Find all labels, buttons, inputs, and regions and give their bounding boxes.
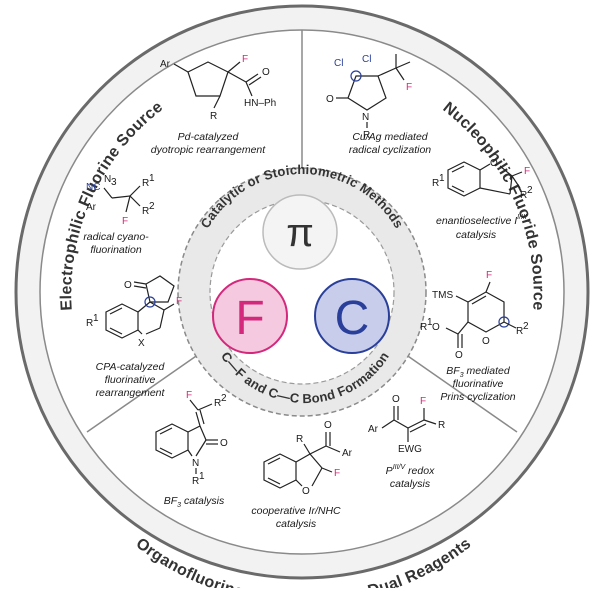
svg-text:HN–Ph: HN–Ph — [244, 98, 276, 109]
caption-cyano-line1: radical cyano- — [83, 231, 149, 243]
fluorine-symbol: F — [235, 292, 264, 345]
svg-text:R: R — [420, 322, 427, 333]
svg-text:N: N — [362, 112, 369, 123]
svg-text:1: 1 — [427, 317, 433, 328]
svg-text:N: N — [192, 458, 199, 469]
svg-text:R: R — [432, 178, 439, 189]
svg-text:F: F — [486, 270, 492, 281]
carbon-symbol: C — [335, 292, 370, 345]
caption-cuag-line1: Cu/Ag mediated — [352, 131, 428, 143]
svg-text:1: 1 — [199, 471, 205, 482]
svg-text:R: R — [86, 318, 93, 329]
svg-text:Ar: Ar — [368, 424, 379, 435]
caption-cuag-line2: radical cyclization — [349, 144, 431, 156]
carbon-badge — [314, 278, 390, 354]
svg-text:O: O — [482, 336, 490, 347]
caption-predox-line2: catalysis — [390, 478, 431, 490]
svg-text:O: O — [220, 438, 228, 449]
pi-badge — [262, 194, 338, 270]
svg-text:O: O — [490, 158, 498, 169]
caption-iodine-line1: enantioselective II/III — [436, 214, 527, 227]
caption-prins-line1: BF3 mediated — [446, 365, 511, 379]
svg-text:Ar: Ar — [342, 448, 353, 459]
svg-text:X: X — [138, 338, 145, 349]
svg-text:TMS: TMS — [432, 290, 453, 301]
structure-dihydrobenzofuran: O F R O Ar — [263, 420, 353, 497]
svg-text:O: O — [324, 420, 332, 431]
divider-left — [86, 344, 213, 433]
caption-cpa-line1: CPA-catalyzed — [96, 361, 166, 373]
svg-text:F: F — [242, 54, 248, 65]
svg-text:R: R — [516, 326, 523, 337]
structure-dihydropyran: F TMS O R 2 O R 1 O — [420, 270, 529, 361]
structure-enone: Ar O EWG F R — [368, 394, 445, 455]
svg-text:F: F — [524, 166, 530, 177]
svg-text:2: 2 — [527, 185, 533, 196]
pi-symbol: π — [286, 211, 314, 255]
svg-text:O: O — [124, 280, 132, 291]
svg-text:R: R — [210, 111, 217, 122]
fluorine-badge — [212, 278, 288, 354]
svg-text:R: R — [142, 178, 149, 189]
svg-text:O: O — [326, 94, 334, 105]
svg-text:3: 3 — [111, 177, 117, 188]
caption-irnhc-line1: cooperative Ir/NHC — [251, 505, 341, 517]
caption-cpa-line2: fluorinative — [105, 374, 156, 386]
caption-cpa-line3: rearrangement — [96, 387, 166, 399]
svg-text:N: N — [104, 174, 111, 185]
svg-text:Ar: Ar — [160, 59, 171, 70]
svg-text:R: R — [296, 434, 303, 445]
caption-irnhc-line2: catalysis — [276, 518, 317, 530]
caption-cyano-line2: fluorination — [90, 244, 142, 256]
caption-pd-line2: dyotropic rearrangement — [151, 144, 266, 156]
svg-text:Ar: Ar — [86, 202, 97, 213]
svg-text:F: F — [334, 468, 340, 479]
svg-text:R: R — [192, 476, 199, 487]
svg-text:O: O — [392, 394, 400, 405]
svg-text:2: 2 — [523, 321, 529, 332]
caption-bf3-line1: BF3 catalysis — [164, 495, 225, 509]
svg-text:EWG: EWG — [398, 444, 422, 455]
svg-text:O: O — [262, 67, 270, 78]
structure-cyano-azide: NC N 3 Ar R 1 R 2 F — [86, 173, 155, 227]
divider-right — [391, 344, 518, 433]
svg-text:O: O — [455, 350, 463, 361]
svg-text:F: F — [406, 82, 412, 93]
caption-prins-line2: fluorinative — [453, 378, 504, 390]
svg-text:1: 1 — [439, 173, 445, 184]
svg-text:R: R — [142, 206, 149, 217]
svg-text:O: O — [432, 322, 440, 333]
svg-text:F: F — [420, 396, 426, 407]
svg-text:O: O — [302, 486, 310, 497]
svg-text:R: R — [520, 190, 527, 201]
structure-cuag-pyrrolidinone: Cl Cl O N R F — [326, 54, 412, 141]
svg-text:F: F — [176, 296, 182, 307]
structure-chromane: R 1 O F R 2 — [432, 158, 533, 201]
svg-text:1: 1 — [93, 313, 99, 324]
caption-iodine-line2: catalysis — [456, 229, 497, 241]
svg-text:NC: NC — [86, 182, 100, 193]
svg-text:2: 2 — [149, 201, 155, 212]
structure-spirocycle: R 1 X O F — [86, 275, 182, 349]
svg-text:F: F — [122, 216, 128, 227]
svg-text:2: 2 — [221, 393, 227, 404]
svg-text:R: R — [214, 398, 221, 409]
svg-text:F: F — [186, 390, 192, 401]
caption-prins-line3: Prins cyclization — [440, 391, 515, 403]
structure-pd-cyclopentane: Ar R F O HN–Ph — [160, 54, 276, 122]
caption-predox-line1: PIII/V redox — [386, 464, 435, 477]
svg-text:R: R — [438, 420, 445, 431]
svg-text:Cl: Cl — [334, 58, 343, 69]
svg-text:Cl: Cl — [362, 54, 371, 65]
caption-pd-line1: Pd-catalyzed — [178, 131, 240, 143]
svg-text:R: R — [363, 130, 370, 141]
structure-oxindole: N R 1 O R 2 F — [155, 390, 228, 487]
svg-text:1: 1 — [149, 173, 155, 184]
